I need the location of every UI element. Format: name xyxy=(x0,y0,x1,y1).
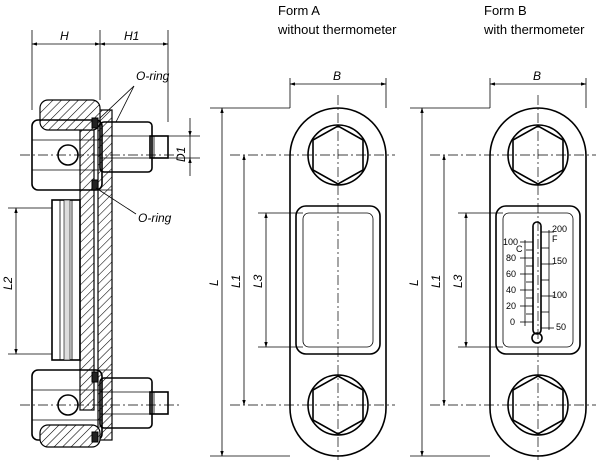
dimension-l2: L2 xyxy=(1,207,52,355)
form-a-dimension-b: B xyxy=(289,69,387,108)
form-a-top-hex xyxy=(312,125,364,185)
fahrenheit-label-150: 150 xyxy=(552,256,567,266)
dim-label-h1: H1 xyxy=(124,29,139,43)
oring-callout-top: O-ring xyxy=(99,69,170,123)
bottom-bolt-assembly xyxy=(31,369,169,448)
celsius-label-0: 0 xyxy=(510,317,515,327)
celsius-label-100: 100 xyxy=(503,237,518,247)
form-b-subtitle: with thermometer xyxy=(483,22,585,37)
housing-section xyxy=(79,129,95,411)
dim-label-d1: D1 xyxy=(174,147,188,162)
fahrenheit-label-100: 100 xyxy=(552,290,567,300)
thermometer: 100 80 60 40 20 0 C 200 150 100 50 xyxy=(503,221,567,344)
bottom-bolt-end xyxy=(149,391,169,415)
form-a-view: Form A without thermometer B L xyxy=(207,3,397,460)
bottom-hex-nut xyxy=(99,377,153,429)
oring-label-mid: O-ring xyxy=(138,211,172,225)
form-b-dim-label-l: L xyxy=(407,279,421,286)
dimension-h: H xyxy=(31,29,101,110)
top-oring xyxy=(91,117,99,129)
form-a-title: Form A xyxy=(278,3,320,18)
form-b-dim-label-b: B xyxy=(533,69,541,83)
oring-label-top: O-ring xyxy=(136,69,170,83)
fahrenheit-scale: 200 150 100 50 F xyxy=(541,224,567,332)
dim-label-h: H xyxy=(60,29,69,43)
form-a-subtitle: without thermometer xyxy=(277,22,397,37)
dimension-d1: D1 xyxy=(168,118,200,176)
side-section-view: H H1 xyxy=(1,29,200,448)
form-a-dimension-l1: L1 xyxy=(229,154,246,406)
thermometer-tube xyxy=(532,221,542,335)
form-b-view: Form B with thermometer B xyxy=(407,3,596,460)
form-a-dim-label-l1: L1 xyxy=(229,275,243,288)
bottom-cap-nut xyxy=(39,424,101,448)
form-b-dim-label-l1: L1 xyxy=(429,275,443,288)
celsius-label-80: 80 xyxy=(506,253,516,263)
form-b-dimension-b: B xyxy=(489,69,587,108)
dimension-h1: H1 xyxy=(99,29,169,122)
thermometer-bulb xyxy=(531,332,543,344)
celsius-unit: C xyxy=(516,244,523,254)
form-b-dimension-l1: L1 xyxy=(429,154,446,406)
form-b-dim-label-l3: L3 xyxy=(451,274,465,288)
top-hex-nut xyxy=(99,121,153,173)
top-cap-nut xyxy=(39,99,101,131)
form-a-dimension-l3: L3 xyxy=(251,212,303,348)
form-a-dimension-l: L xyxy=(207,107,290,457)
form-a-dim-label-l3: L3 xyxy=(251,274,265,288)
fahrenheit-label-200: 200 xyxy=(552,224,567,234)
oring-callout-mid: O-ring xyxy=(95,187,172,225)
form-b-top-hex xyxy=(512,125,564,185)
form-b-title: Form B xyxy=(484,3,527,18)
celsius-scale: 100 80 60 40 20 0 C xyxy=(503,237,533,327)
form-a-dim-label-l: L xyxy=(207,279,221,286)
celsius-label-20: 20 xyxy=(506,301,516,311)
form-b-dimension-l3: L3 xyxy=(451,212,503,348)
celsius-label-60: 60 xyxy=(506,269,516,279)
form-b-dimension-l: L xyxy=(407,107,490,457)
fahrenheit-label-50: 50 xyxy=(556,322,566,332)
celsius-label-40: 40 xyxy=(506,285,516,295)
form-a-dim-label-b: B xyxy=(333,69,341,83)
fahrenheit-unit: F xyxy=(552,234,558,244)
top-bolt-end xyxy=(149,135,169,159)
mounting-wall xyxy=(97,109,113,441)
dim-label-l2: L2 xyxy=(1,276,15,290)
